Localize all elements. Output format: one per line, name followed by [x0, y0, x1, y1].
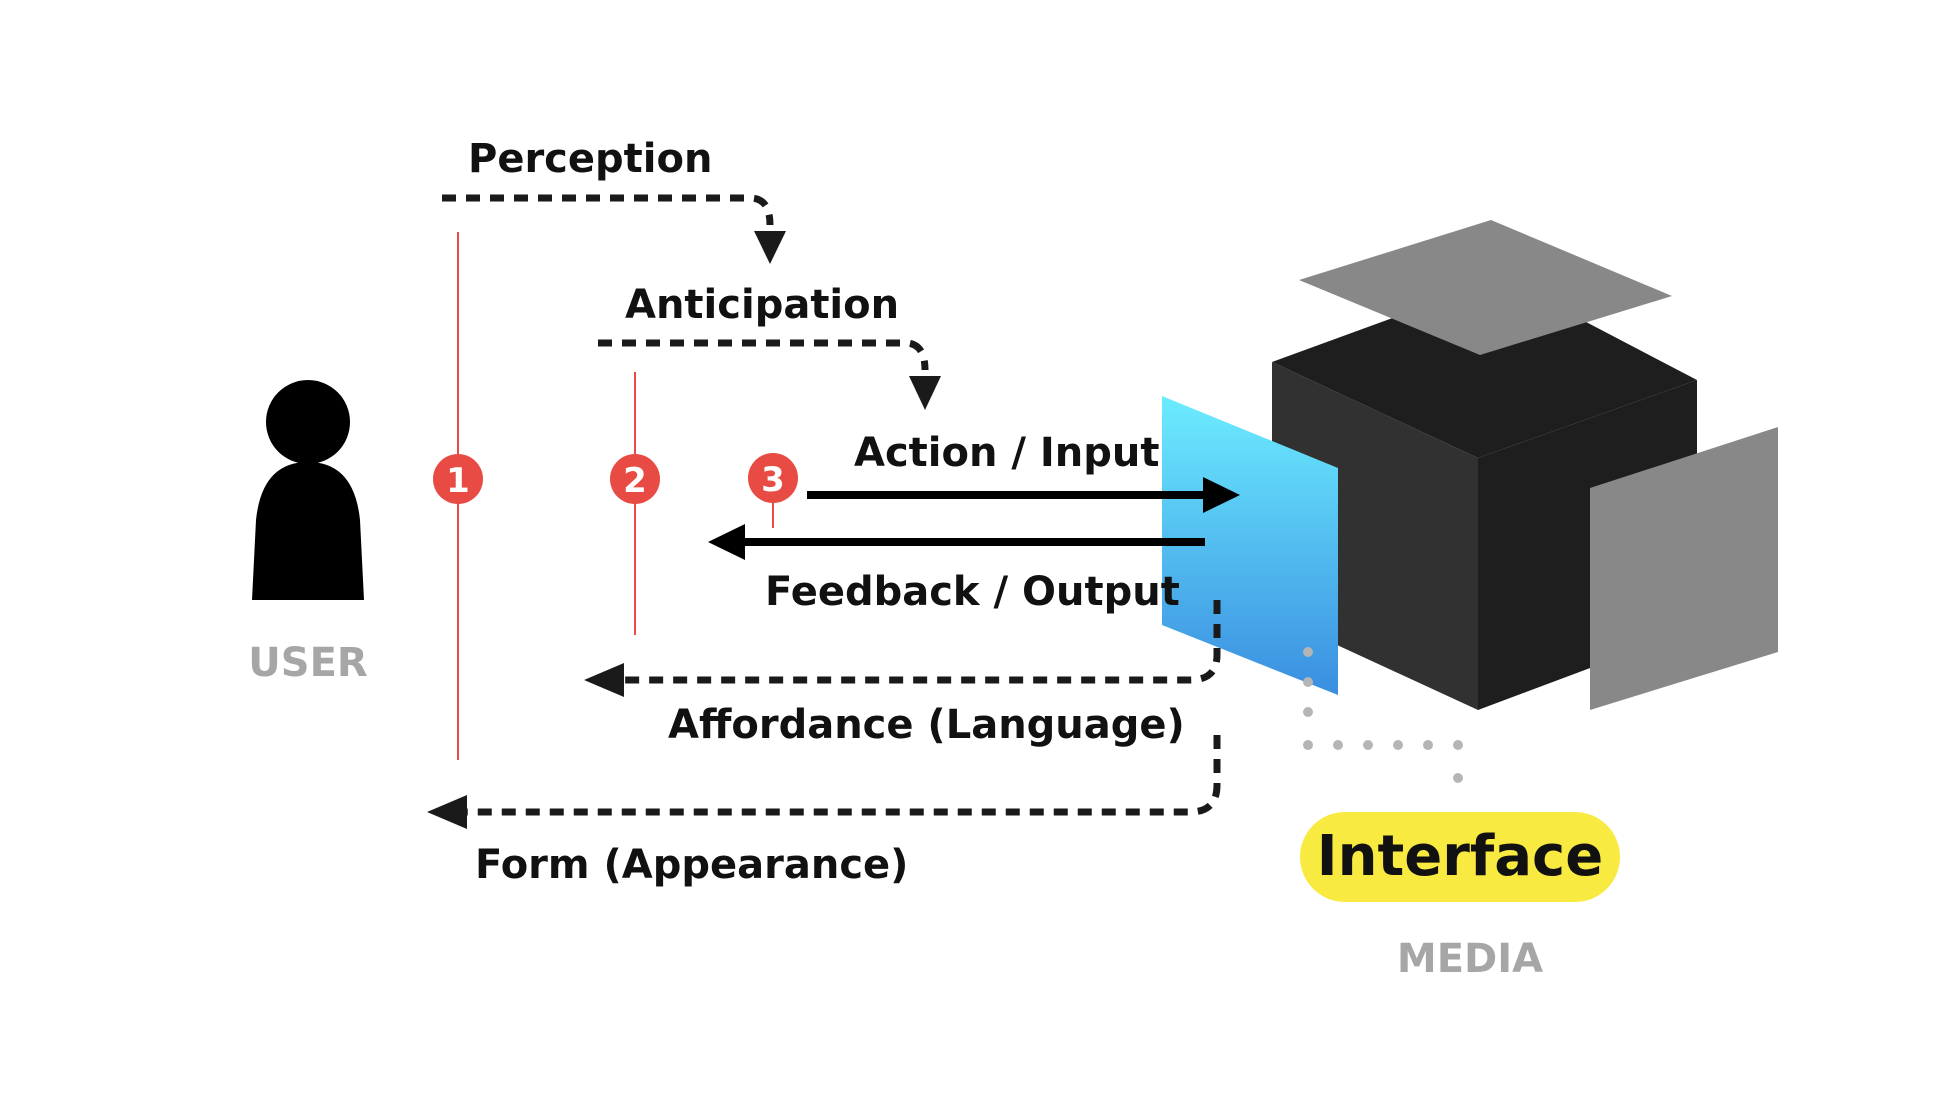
side-plate [1590, 427, 1778, 710]
step-3-number: 3 [761, 460, 785, 500]
anticipation-label: Anticipation [625, 282, 899, 328]
media-label: MEDIA [1397, 936, 1543, 982]
perception-label: Perception [468, 136, 712, 182]
interface-connector-dots [1303, 647, 1463, 783]
anticipation-arrow-line [598, 339, 929, 371]
affordance-arrowhead-icon [584, 663, 624, 697]
step-2-badge: 2 [610, 454, 660, 504]
interface-badge: Interface [1300, 812, 1620, 902]
feedback-output-arrowhead-icon [708, 524, 745, 560]
top-plate [1299, 220, 1672, 355]
perception-arrowhead-icon [754, 231, 786, 264]
user-icon [252, 380, 364, 600]
anticipation-arrowhead-icon [909, 376, 941, 410]
media-cube-icon [1272, 220, 1778, 710]
step-3-badge: 3 [748, 453, 798, 503]
action-input-arrowhead-icon [1203, 477, 1240, 513]
user-label: USER [248, 640, 367, 686]
form-arrow-line [465, 735, 1221, 816]
form-arrowhead-icon [427, 795, 467, 829]
interface-label: Interface [1317, 824, 1603, 889]
interface-panel [1162, 396, 1338, 695]
step-1-badge: 1 [433, 454, 483, 504]
feedback-output-label: Feedback / Output [765, 569, 1180, 615]
affordance-label: Affordance (Language) [668, 702, 1185, 748]
action-input-label: Action / Input [854, 430, 1160, 476]
step-2-number: 2 [623, 461, 647, 501]
perception-arrow-line [442, 194, 774, 226]
form-label: Form (Appearance) [475, 842, 908, 888]
affordance-arrow-line [622, 600, 1221, 684]
step-1-number: 1 [446, 461, 470, 501]
